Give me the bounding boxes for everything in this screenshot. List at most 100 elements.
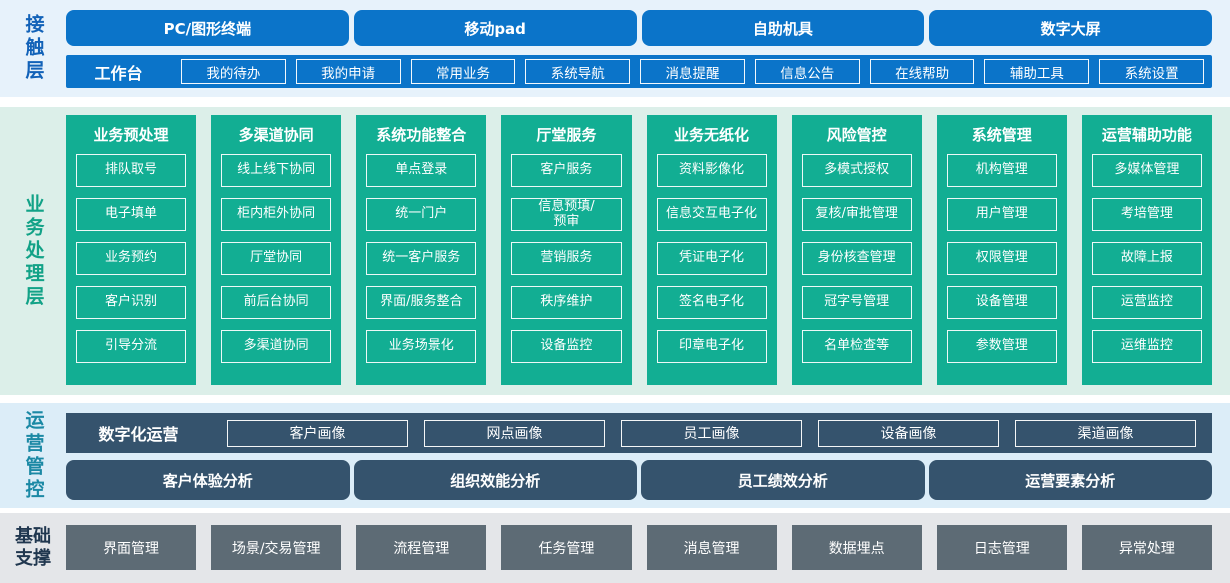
item-single-sign-on[interactable]: 单点登录 [366, 154, 477, 187]
analysis-org-efficiency[interactable]: 组织效能分析 [353, 460, 637, 500]
item-seal-electronic[interactable]: 印章电子化 [656, 330, 767, 363]
foundation-layer-side: 基础 支撑 [0, 513, 66, 583]
workbench-item-message-alerts[interactable]: 消息提醒 [640, 59, 745, 84]
analysis-customer-experience[interactable]: 客户体验分析 [66, 460, 350, 500]
foundation-log-mgmt[interactable]: 日志管理 [936, 525, 1067, 570]
foundation-ui-mgmt[interactable]: 界面管理 [66, 525, 197, 570]
item-device-monitoring[interactable]: 设备监控 [511, 330, 622, 363]
profile-channel[interactable]: 渠道画像 [1015, 419, 1196, 447]
terminal-pc-button[interactable]: PC/图形终端 [66, 10, 349, 46]
terminal-row: PC/图形终端 移动pad 自助机具 数字大屏 [66, 10, 1212, 46]
item-multimedia-mgmt[interactable]: 多媒体管理 [1091, 154, 1202, 187]
column-title: 厅堂服务 [536, 126, 597, 144]
item-info-prefill-preaudit[interactable]: 信息预填/ 预审 [511, 198, 622, 231]
contact-layer-band: 接触层 PC/图形终端 移动pad 自助机具 数字大屏 工作台 我的待办 我的申… [0, 0, 1230, 97]
business-layer-band: 业务处理层 业务预处理 排队取号 电子填单 业务预约 客户识别 引导分流 多渠道… [0, 107, 1230, 395]
business-layer-label: 业务处理层 [22, 193, 45, 309]
item-list-check[interactable]: 名单检查等 [801, 330, 912, 363]
item-multi-mode-authorization[interactable]: 多模式授权 [801, 154, 912, 187]
profile-device[interactable]: 设备画像 [818, 419, 999, 447]
workbench-item-online-help[interactable]: 在线帮助 [869, 59, 975, 84]
workbench-item-aux-tools[interactable]: 辅助工具 [984, 59, 1090, 84]
foundation-layer-label: 基础 支撑 [15, 525, 51, 570]
terminal-mobile-pad-button[interactable]: 移动pad [353, 10, 637, 46]
business-columns: 业务预处理 排队取号 电子填单 业务预约 客户识别 引导分流 多渠道协同 线上线… [66, 115, 1212, 385]
profile-customer[interactable]: 客户画像 [227, 419, 408, 447]
analysis-ops-elements[interactable]: 运营要素分析 [928, 460, 1212, 500]
workbench-item-my-applications[interactable]: 我的申请 [295, 59, 401, 84]
foundation-row: 界面管理 场景/交易管理 流程管理 任务管理 消息管理 数据埋点 日志管理 异常… [66, 525, 1212, 570]
workbench-bar: 工作台 我的待办 我的申请 常用业务 系统导航 消息提醒 信息公告 在线帮助 辅… [66, 55, 1212, 88]
item-hall-collab[interactable]: 厅堂协同 [221, 242, 332, 275]
column-multichannel-collab: 多渠道协同 线上线下协同 柜内柜外协同 厅堂协同 前后台协同 多渠道协同 [211, 115, 342, 385]
foundation-layer-band: 基础 支撑 界面管理 场景/交易管理 流程管理 任务管理 消息管理 数据埋点 日… [0, 513, 1230, 583]
workbench-item-system-navigation[interactable]: 系统导航 [525, 59, 631, 84]
item-order-maintenance[interactable]: 秩序维护 [511, 286, 622, 319]
foundation-task-mgmt[interactable]: 任务管理 [501, 525, 632, 570]
column-title: 系统功能整合 [376, 126, 467, 144]
analysis-employee-performance[interactable]: 员工绩效分析 [641, 460, 925, 500]
item-ops-maintenance-monitoring[interactable]: 运维监控 [1091, 330, 1202, 363]
item-business-scenario[interactable]: 业务场景化 [366, 330, 477, 363]
item-unified-customer-service[interactable]: 统一客户服务 [366, 242, 477, 275]
item-parameter-mgmt[interactable]: 参数管理 [946, 330, 1057, 363]
item-serial-number-mgmt[interactable]: 冠字号管理 [801, 286, 912, 319]
item-operation-monitoring[interactable]: 运营监控 [1091, 286, 1202, 319]
item-info-exchange-electronic[interactable]: 信息交互电子化 [656, 198, 767, 231]
foundation-data-tracking[interactable]: 数据埋点 [791, 525, 922, 570]
column-title: 运营辅助功能 [1101, 126, 1192, 144]
column-title: 系统管理 [971, 126, 1032, 144]
column-paperless-business: 业务无纸化 资料影像化 信息交互电子化 凭证电子化 签名电子化 印章电子化 [646, 115, 777, 385]
item-online-offline-collab[interactable]: 线上线下协同 [221, 154, 332, 187]
foundation-exception-handling[interactable]: 异常处理 [1081, 525, 1212, 570]
profile-employee[interactable]: 员工画像 [621, 419, 802, 447]
workbench-item-my-todo[interactable]: 我的待办 [181, 59, 286, 84]
item-unified-portal[interactable]: 统一门户 [366, 198, 477, 231]
item-fault-report[interactable]: 故障上报 [1091, 242, 1202, 275]
item-customer-identify[interactable]: 客户识别 [76, 286, 187, 319]
column-system-management: 系统管理 机构管理 用户管理 权限管理 设备管理 参数管理 [936, 115, 1067, 385]
operations-layer-band: 运营管控 数字化运营 客户画像 网点画像 员工画像 设备画像 渠道画像 客户体验… [0, 403, 1230, 508]
item-counter-collab[interactable]: 柜内柜外协同 [221, 198, 332, 231]
item-identity-verification-mgmt[interactable]: 身份核查管理 [801, 242, 912, 275]
item-document-imaging[interactable]: 资料影像化 [656, 154, 767, 187]
item-guide-diversion[interactable]: 引导分流 [76, 330, 187, 363]
contact-layer-label: 接触层 [22, 14, 45, 83]
foundation-scenario-transaction-mgmt[interactable]: 场景/交易管理 [211, 525, 342, 570]
item-ui-service-integration[interactable]: 界面/服务整合 [366, 286, 477, 319]
operations-layer-side: 运营管控 [0, 403, 66, 508]
item-training-mgmt[interactable]: 考培管理 [1091, 198, 1202, 231]
contact-layer-side: 接触层 [0, 0, 66, 97]
column-risk-control: 风险管控 多模式授权 复核/审批管理 身份核查管理 冠字号管理 名单检查等 [791, 115, 922, 385]
item-device-mgmt[interactable]: 设备管理 [946, 286, 1057, 319]
item-queue-number[interactable]: 排队取号 [76, 154, 187, 187]
item-business-booking[interactable]: 业务预约 [76, 242, 187, 275]
item-e-form[interactable]: 电子填单 [76, 198, 187, 231]
item-front-back-collab[interactable]: 前后台协同 [221, 286, 332, 319]
foundation-process-mgmt[interactable]: 流程管理 [356, 525, 487, 570]
column-title: 业务无纸化 [674, 126, 750, 144]
item-organization-mgmt[interactable]: 机构管理 [946, 154, 1057, 187]
item-permission-mgmt[interactable]: 权限管理 [946, 242, 1057, 275]
column-hall-service: 厅堂服务 客户服务 信息预填/ 预审 营销服务 秩序维护 设备监控 [501, 115, 632, 385]
item-user-mgmt[interactable]: 用户管理 [946, 198, 1057, 231]
terminal-self-service-button[interactable]: 自助机具 [641, 10, 925, 46]
business-layer-content: 业务预处理 排队取号 电子填单 业务预约 客户识别 引导分流 多渠道协同 线上线… [66, 107, 1230, 395]
item-signature-electronic[interactable]: 签名电子化 [656, 286, 767, 319]
workbench-item-info-bulletin[interactable]: 信息公告 [754, 59, 860, 84]
workbench-item-system-settings[interactable]: 系统设置 [1099, 59, 1205, 84]
operations-layer-label: 运营管控 [22, 409, 45, 502]
terminal-digital-screen-button[interactable]: 数字大屏 [929, 10, 1212, 46]
column-ops-auxiliary: 运营辅助功能 多媒体管理 考培管理 故障上报 运营监控 运维监控 [1081, 115, 1212, 385]
column-title: 风险管控 [826, 126, 887, 144]
item-multichannel-collab[interactable]: 多渠道协同 [221, 330, 332, 363]
foundation-message-mgmt[interactable]: 消息管理 [646, 525, 777, 570]
item-marketing-service[interactable]: 营销服务 [511, 242, 622, 275]
column-business-preprocessing: 业务预处理 排队取号 电子填单 业务预约 客户识别 引导分流 [66, 115, 197, 385]
profile-branch[interactable]: 网点画像 [424, 419, 605, 447]
item-review-approval-mgmt[interactable]: 复核/审批管理 [801, 198, 912, 231]
workbench-item-common-business[interactable]: 常用业务 [410, 59, 516, 84]
item-voucher-electronic[interactable]: 凭证电子化 [656, 242, 767, 275]
item-customer-service[interactable]: 客户服务 [511, 154, 622, 187]
foundation-layer-content: 界面管理 场景/交易管理 流程管理 任务管理 消息管理 数据埋点 日志管理 异常… [66, 513, 1230, 583]
